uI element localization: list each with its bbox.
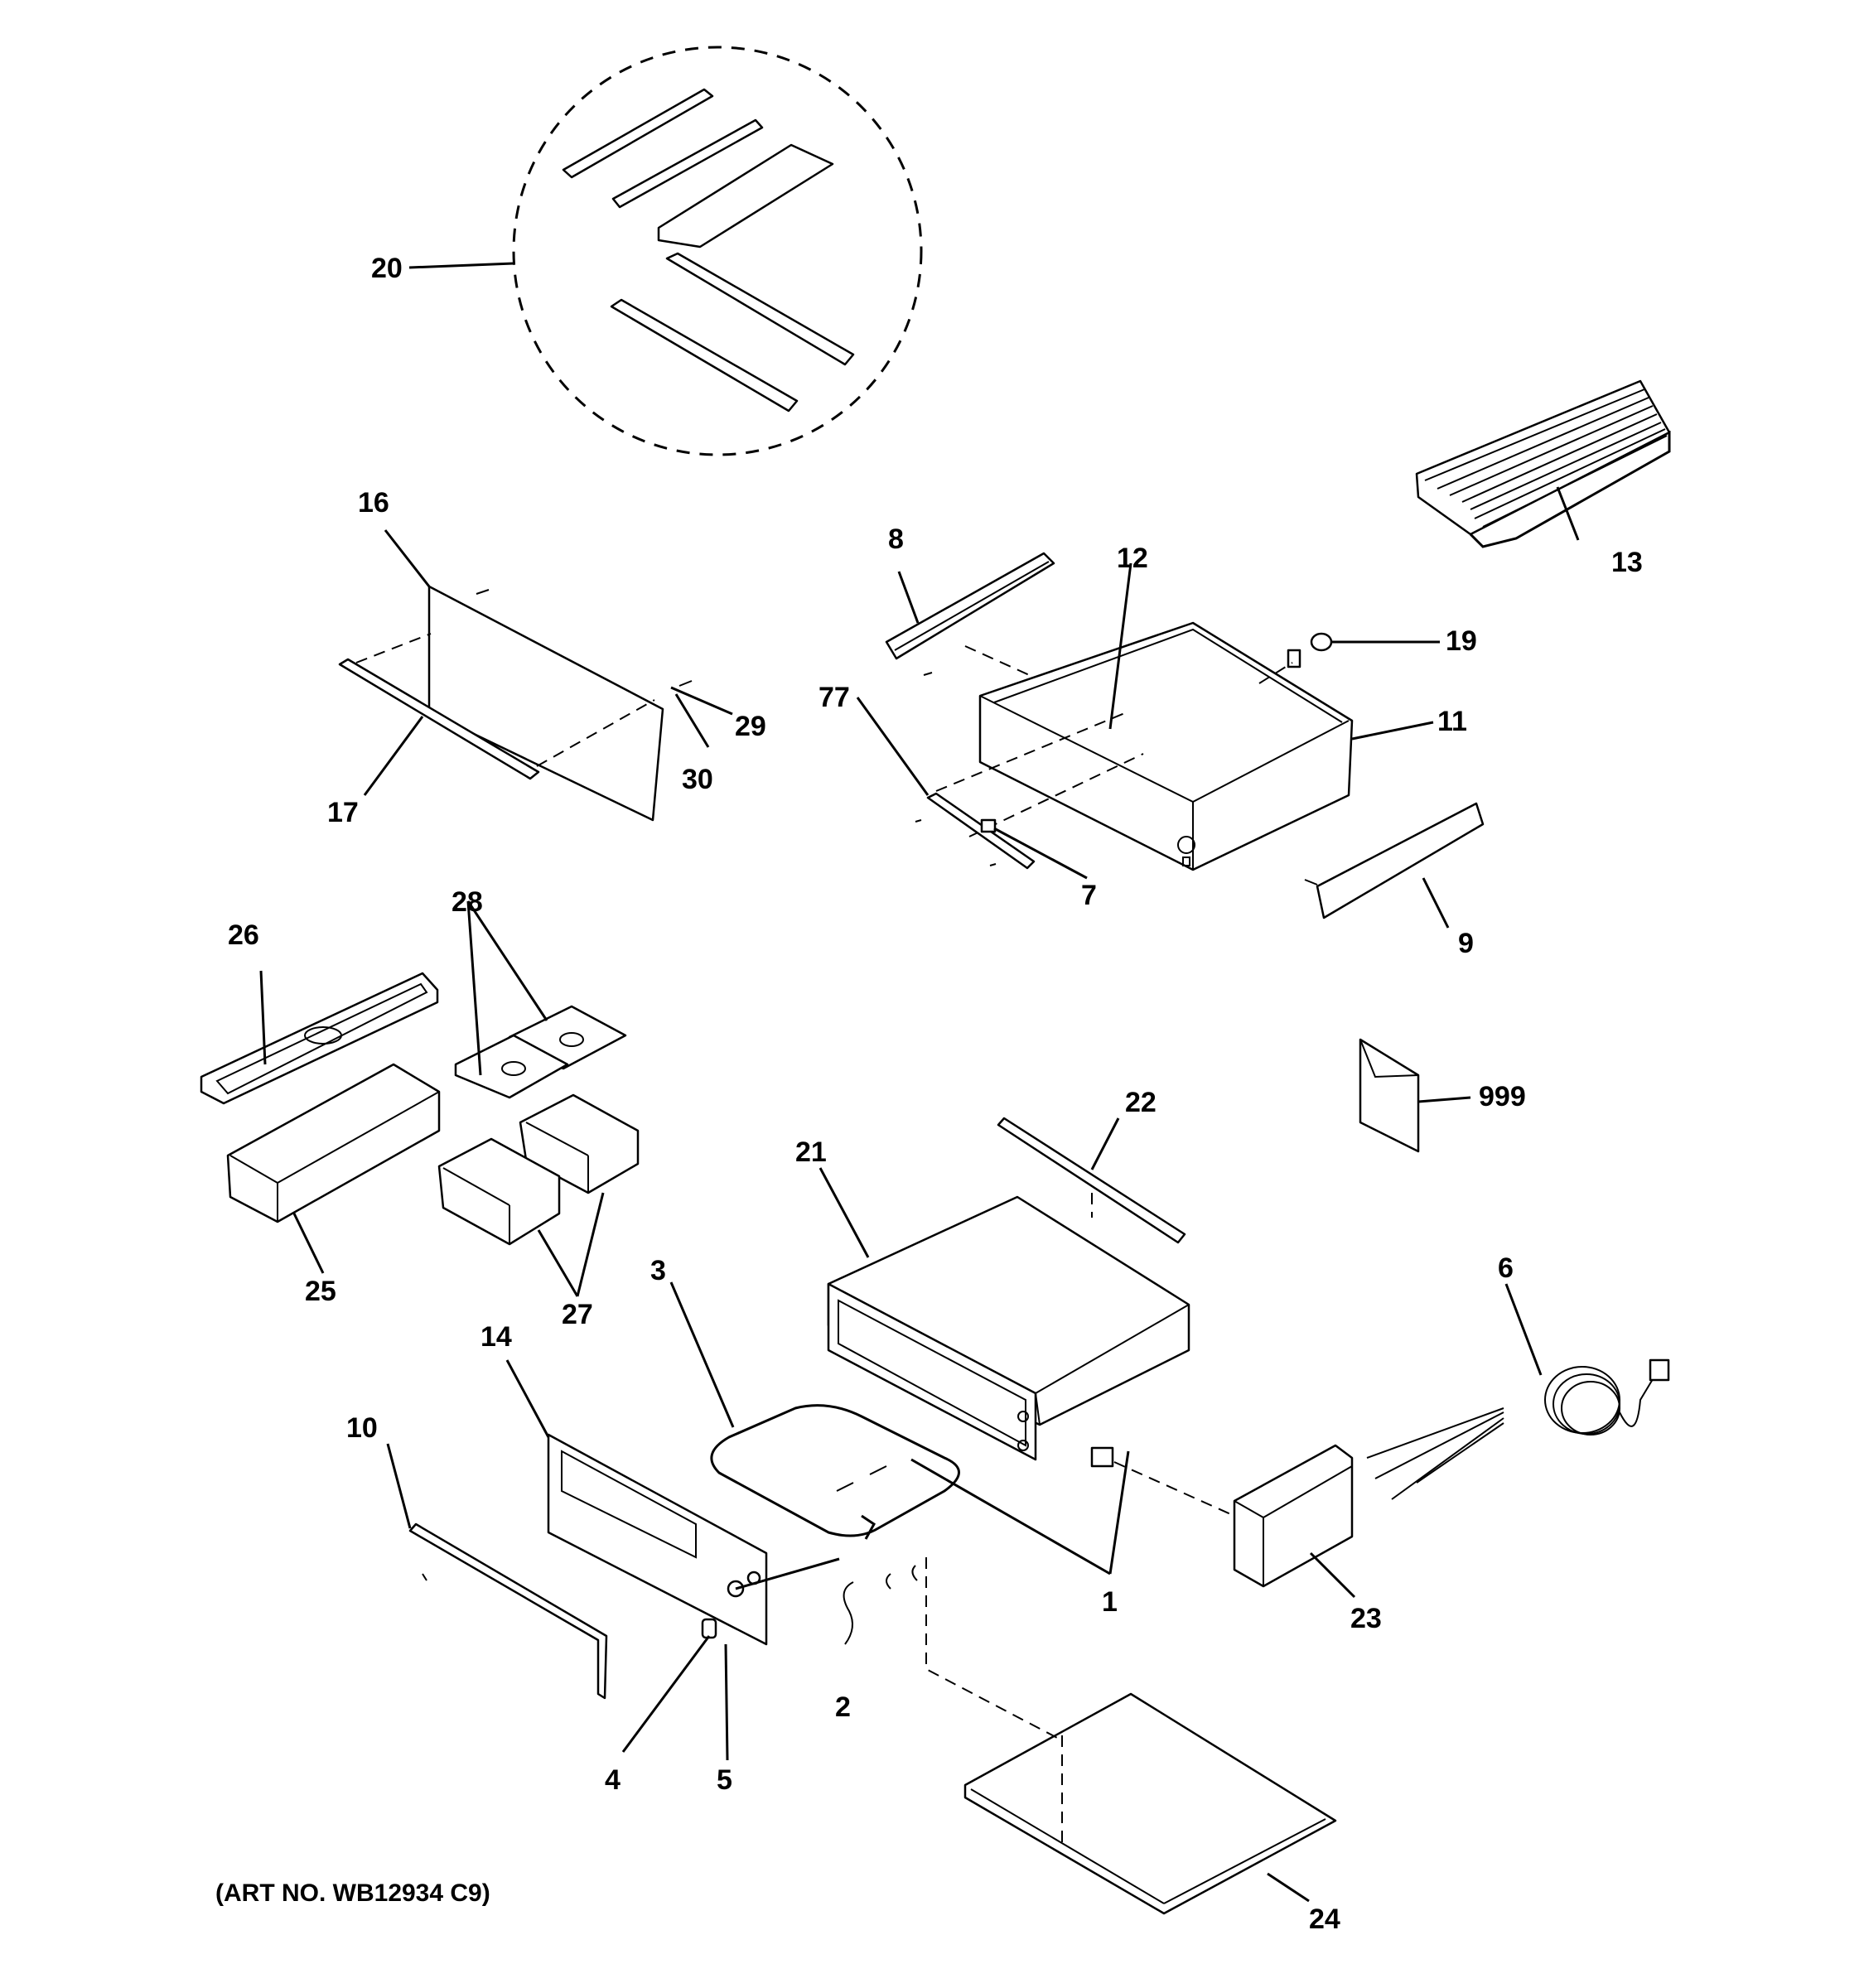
callout-13: 13 — [1611, 547, 1643, 578]
part-24-bottom-tray — [925, 1557, 1337, 1915]
callout-6: 6 — [1498, 1252, 1514, 1284]
part-11-drawer — [935, 621, 1354, 871]
part-999-manual — [1359, 1038, 1420, 1153]
callout-9: 9 — [1458, 928, 1474, 959]
wire-pieces — [843, 1565, 918, 1645]
part-10-trim — [408, 1522, 608, 1700]
callout-21: 21 — [795, 1136, 827, 1168]
callout-30: 30 — [682, 764, 713, 795]
part-6-power-cord — [1366, 1358, 1670, 1500]
callout-77: 77 — [819, 682, 850, 713]
callout-26: 26 — [228, 919, 259, 951]
part-14-front-panel — [547, 1433, 768, 1646]
callout-20: 20 — [371, 253, 403, 284]
callout-10: 10 — [346, 1412, 378, 1444]
callout-7: 7 — [1081, 880, 1097, 911]
callout-27: 27 — [562, 1299, 593, 1330]
part-20-rail-kit — [512, 46, 923, 456]
callout-19: 19 — [1446, 625, 1477, 657]
callout-25: 25 — [305, 1276, 336, 1307]
part-19-knob — [1258, 632, 1333, 684]
part-13-wire-rack — [1415, 379, 1671, 548]
callout-11: 11 — [1437, 706, 1467, 737]
part-77-7-bracket — [915, 792, 1036, 870]
callout-28: 28 — [452, 886, 483, 918]
part-22-top-strip — [997, 1117, 1186, 1244]
callout-14: 14 — [480, 1321, 512, 1353]
callout-999: 999 — [1479, 1081, 1526, 1112]
callout-1: 1 — [1102, 1586, 1118, 1618]
part-23-junction-box — [1113, 1444, 1354, 1588]
leader-lines — [259, 262, 1580, 1903]
part-3-heating-element — [710, 1404, 1114, 1540]
callout-8: 8 — [888, 524, 904, 555]
callout-23: 23 — [1350, 1603, 1382, 1634]
callout-22: 22 — [1125, 1087, 1157, 1118]
callout-4: 4 — [605, 1764, 621, 1796]
callout-16: 16 — [358, 487, 389, 519]
callout-2: 2 — [835, 1691, 851, 1723]
callout-24: 24 — [1309, 1904, 1340, 1935]
callout-12: 12 — [1117, 543, 1148, 574]
part-28-27-small-pans — [437, 1005, 640, 1246]
part-16-17-panel-handle — [338, 585, 693, 822]
callout-labels: 20 16 17 30 29 8 12 13 19 11 77 7 9 999 … — [228, 253, 1643, 1935]
callout-29: 29 — [735, 711, 766, 742]
callout-3: 3 — [650, 1255, 666, 1286]
detail-circle — [512, 46, 923, 456]
part-21-housing — [827, 1195, 1190, 1461]
callout-5: 5 — [717, 1764, 732, 1796]
part-26-25-pan-and-lid — [200, 972, 441, 1223]
callout-17: 17 — [327, 797, 359, 828]
part-9-front-strip — [1304, 802, 1485, 919]
art-number-caption: (ART NO. WB12934 C9) — [215, 1879, 490, 1907]
